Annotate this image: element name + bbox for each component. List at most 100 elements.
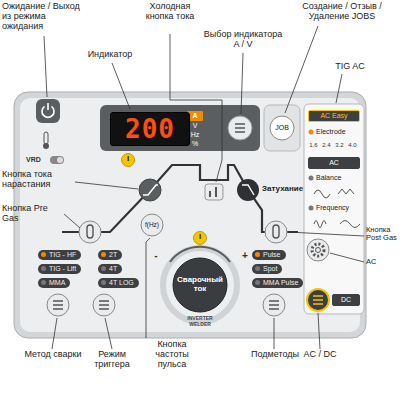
mode-box: AC: [308, 157, 360, 169]
welding-current-knob: Сварочный ток: [172, 257, 228, 313]
vrd-led: [50, 156, 64, 164]
wave-icon: [314, 189, 354, 198]
leader-line: [75, 182, 138, 189]
leader-line: [146, 238, 150, 338]
callout-label: 1.6: [307, 142, 320, 149]
callout-label: Создание / Отзыв / Удаление JOBS: [296, 2, 388, 22]
callout-label: Индикатор: [80, 50, 140, 60]
callout-label: AC / DC: [298, 350, 342, 360]
vrd-led: [57, 157, 63, 163]
mode-box: AC Easy: [308, 110, 360, 122]
upslope-button: [139, 179, 161, 201]
callout-label: Кнопка частоты пульса: [140, 340, 204, 370]
node-text: Pulse: [263, 251, 281, 259]
node-text: AC Easy: [312, 112, 356, 120]
node-text: DC: [336, 296, 356, 304]
power-icon: [47, 103, 49, 110]
callout-label: -: [152, 250, 160, 261]
cold-current-icon: [215, 187, 217, 197]
post-gas-button: [265, 221, 287, 243]
thermometer-icon: [44, 132, 48, 144]
callout-label: Подметоды: [244, 350, 306, 360]
trigger-button: [93, 294, 115, 316]
callout-label: Ожидание / Выход из режима ожидания: [2, 2, 84, 32]
leader-line: [105, 318, 112, 349]
led: [309, 206, 314, 211]
list-icon: [53, 301, 63, 309]
decay-icon: [242, 185, 254, 195]
mode-pill: MMA: [38, 278, 70, 288]
knob-ring: [163, 248, 237, 322]
ac-dc-button: [307, 289, 329, 311]
node-text: TIG - HF: [49, 251, 76, 259]
mode-pill: Spot: [252, 264, 282, 274]
callout-label: TIG AC: [320, 62, 380, 72]
mode-pill: 2T: [98, 250, 122, 260]
slope-icon: [143, 185, 158, 195]
job-button: JOB: [269, 115, 295, 141]
list-icon: [235, 124, 245, 132]
node-text: 2T: [109, 251, 117, 259]
leader-line: [285, 26, 318, 113]
leader-line: [241, 53, 243, 114]
wave-icon: [314, 221, 360, 228]
node-text: Сварочный ток: [176, 276, 224, 294]
tig-ac-panel: [304, 104, 364, 314]
node-text: 4T LOG: [109, 279, 134, 287]
list-icon: [313, 296, 323, 304]
ac-gear-button: [307, 239, 329, 261]
display-screen: 200: [110, 112, 190, 146]
pre-gas-button: [79, 221, 101, 243]
callout-label: %: [188, 140, 202, 148]
pulse-frequency-button: f(Hz): [140, 213, 164, 237]
node-text: 200: [111, 113, 189, 145]
mode-pill: 4T: [98, 264, 122, 274]
callout-label: INVERTER WELDER: [178, 316, 222, 327]
leader-line: [318, 313, 320, 349]
leader-line: [170, 34, 222, 182]
callout-circle: [122, 154, 135, 167]
node-text: AC: [312, 159, 356, 167]
callout-label: Затухание: [262, 185, 304, 194]
callout-label: Выбор индикатора A / V: [200, 30, 286, 50]
button-circle: [173, 258, 227, 312]
leader-line: [330, 253, 364, 262]
button-circle: [270, 116, 294, 140]
power-button: [36, 99, 60, 123]
display-band: [100, 105, 260, 151]
callout-label: Balance: [316, 174, 362, 182]
mode-pill: 4T LOG: [98, 278, 139, 288]
cold-current-icon: [209, 191, 211, 197]
waveform-line: [62, 165, 298, 232]
leader-line: [64, 214, 80, 228]
callout-label: 2.4: [320, 142, 333, 149]
leader-line: [44, 36, 47, 97]
led: [309, 130, 314, 135]
callout-label: Hz: [188, 131, 202, 139]
callout-label: A: [188, 112, 202, 120]
led: [309, 176, 314, 181]
indicator-button: [228, 116, 252, 140]
callout-label: Frequency: [316, 204, 362, 212]
decay-knob: [237, 179, 259, 201]
callout-circle: [194, 232, 207, 245]
callout-label: VRD: [26, 156, 48, 164]
submethod-button: [263, 294, 285, 316]
leader-line: [274, 318, 275, 349]
mode-box: DC: [332, 294, 360, 306]
callout-label: +: [240, 250, 250, 261]
node-text: MMA Pulse: [263, 279, 298, 287]
callout-label: 3.2: [333, 142, 346, 149]
callout-label: I: [124, 155, 132, 164]
method-button: [47, 294, 69, 316]
callout-label: Режим триггера: [84, 350, 140, 370]
callout-label: Кнопка Pre Gas: [2, 204, 64, 224]
node-text: Spot: [263, 265, 277, 273]
callout-label: Холодная кнопка тока: [140, 2, 200, 22]
leader-line: [336, 74, 342, 103]
mode-pill: MMA Pulse: [252, 278, 303, 288]
gas-icon: [87, 225, 93, 238]
list-icon: [99, 301, 109, 309]
callout-label: Electrode: [316, 128, 362, 136]
